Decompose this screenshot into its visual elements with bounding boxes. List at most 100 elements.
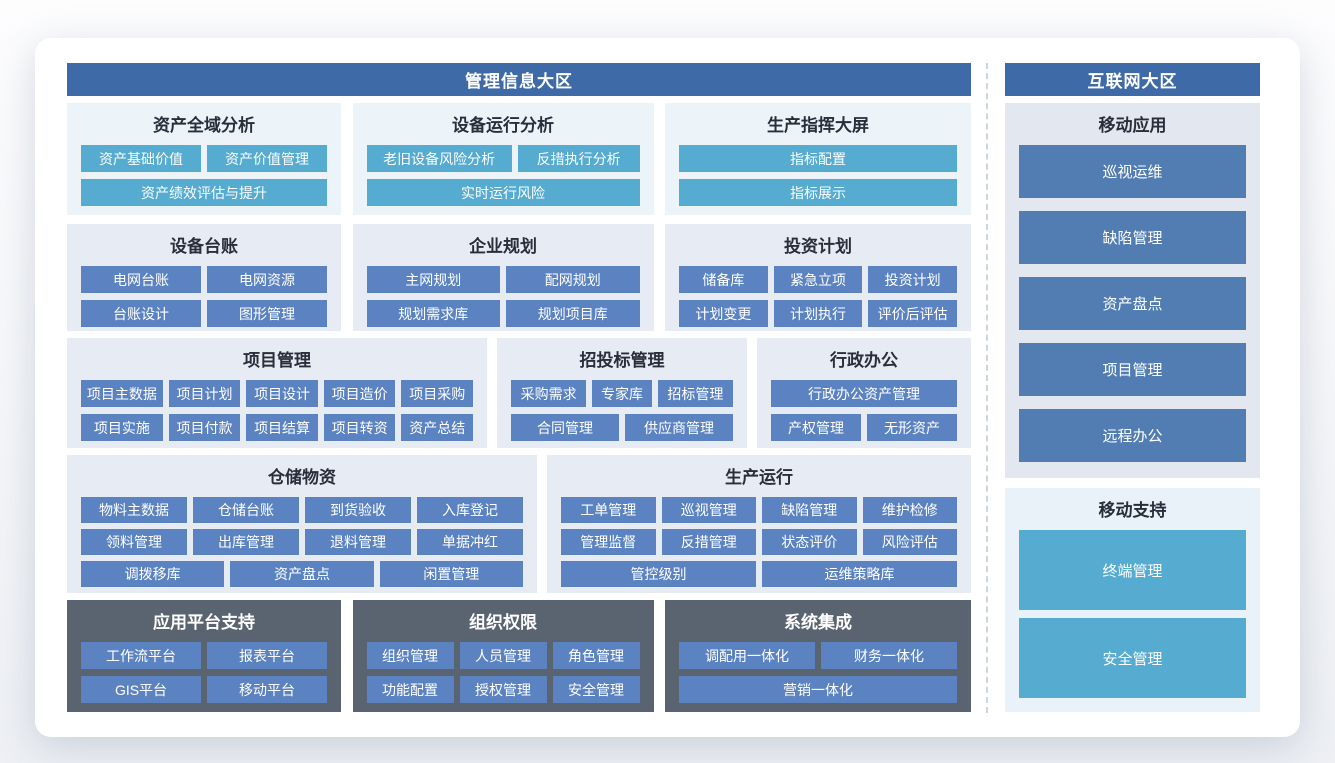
btn-project-mgmt-8[interactable]: 项目转资 xyxy=(323,414,396,441)
group-production-dashboard: 生产指挥大屏 指标配置 指标展示 xyxy=(665,103,971,215)
btn-investment-plan-4[interactable]: 计划执行 xyxy=(773,300,863,327)
group-enterprise-planning: 企业规划 主网规划 配网规划 规划需求库 规划项目库 xyxy=(352,224,654,331)
btn-enterprise-planning-2[interactable]: 规划需求库 xyxy=(366,300,500,327)
group-bidding-mgmt: 招投标管理 采购需求 专家库 招标管理 合同管理 供应商管理 xyxy=(497,338,747,448)
btn-asset-analysis-1[interactable]: 资产价值管理 xyxy=(207,145,327,172)
btn-equipment-ledger-2[interactable]: 台账设计 xyxy=(81,300,201,327)
btn-production-dashboard-1[interactable]: 指标展示 xyxy=(679,179,957,206)
btn-warehouse-8[interactable]: 调拨移库 xyxy=(81,561,225,587)
btn-warehouse-6[interactable]: 退料管理 xyxy=(305,529,411,555)
btn-platform-support-1[interactable]: 报表平台 xyxy=(207,642,327,669)
btn-mobile-support-1[interactable]: 安全管理 xyxy=(1019,618,1246,698)
btn-org-permissions-2[interactable]: 角色管理 xyxy=(552,642,640,669)
btn-warehouse-1[interactable]: 仓储台账 xyxy=(193,497,299,523)
btn-platform-support-0[interactable]: 工作流平台 xyxy=(81,642,201,669)
btn-bidding-mgmt-4[interactable]: 供应商管理 xyxy=(625,414,733,441)
asset-analysis-title: 资产全域分析 xyxy=(153,116,255,135)
btn-platform-support-3[interactable]: 移动平台 xyxy=(207,676,327,703)
btn-equipment-ledger-0[interactable]: 电网台账 xyxy=(81,266,201,293)
btn-org-permissions-3[interactable]: 功能配置 xyxy=(366,676,454,703)
btn-warehouse-9[interactable]: 资产盘点 xyxy=(230,561,374,587)
group-admin-office: 行政办公 行政办公资产管理 产权管理 无形资产 xyxy=(757,338,971,448)
btn-mobile-apps-4[interactable]: 远程办公 xyxy=(1019,409,1246,462)
btn-org-permissions-5[interactable]: 安全管理 xyxy=(552,676,640,703)
btn-enterprise-planning-3[interactable]: 规划项目库 xyxy=(506,300,640,327)
btn-production-ops-1[interactable]: 巡视管理 xyxy=(661,497,756,523)
btn-system-integration-0[interactable]: 调配用一体化 xyxy=(679,642,815,669)
admin-office-title: 行政办公 xyxy=(830,351,898,370)
btn-equipment-ledger-1[interactable]: 电网资源 xyxy=(207,266,327,293)
btn-system-integration-2[interactable]: 营销一体化 xyxy=(679,676,957,703)
btn-asset-analysis-0[interactable]: 资产基础价值 xyxy=(81,145,201,172)
btn-bidding-mgmt-2[interactable]: 招标管理 xyxy=(657,380,733,407)
btn-admin-office-2[interactable]: 无形资产 xyxy=(867,414,957,441)
btn-enterprise-planning-1[interactable]: 配网规划 xyxy=(506,266,640,293)
btn-production-ops-9[interactable]: 运维策略库 xyxy=(762,561,957,587)
btn-warehouse-0[interactable]: 物料主数据 xyxy=(81,497,187,523)
btn-project-mgmt-7[interactable]: 项目结算 xyxy=(246,414,318,441)
equipment-ledger-title: 设备台账 xyxy=(170,237,238,256)
btn-warehouse-3[interactable]: 入库登记 xyxy=(417,497,523,523)
btn-bidding-mgmt-3[interactable]: 合同管理 xyxy=(511,414,619,441)
btn-project-mgmt-2[interactable]: 项目设计 xyxy=(246,380,318,407)
btn-admin-office-1[interactable]: 产权管理 xyxy=(771,414,861,441)
btn-enterprise-planning-0[interactable]: 主网规划 xyxy=(366,266,500,293)
org-permissions-title: 组织权限 xyxy=(469,613,537,632)
btn-investment-plan-5[interactable]: 评价后评估 xyxy=(868,300,958,327)
btn-production-dashboard-0[interactable]: 指标配置 xyxy=(679,145,957,172)
btn-project-mgmt-1[interactable]: 项目计划 xyxy=(168,380,241,407)
btn-org-permissions-0[interactable]: 组织管理 xyxy=(366,642,454,669)
btn-platform-support-2[interactable]: GIS平台 xyxy=(81,676,201,703)
row-planning: 设备台账 电网台账 电网资源 台账设计 图形管理 企业规划 主网规划 配网规划 … xyxy=(67,224,971,331)
btn-mobile-apps-2[interactable]: 资产盘点 xyxy=(1019,277,1246,330)
btn-investment-plan-0[interactable]: 储备库 xyxy=(679,266,768,293)
btn-bidding-mgmt-1[interactable]: 专家库 xyxy=(592,380,652,407)
btn-production-ops-5[interactable]: 反措管理 xyxy=(661,529,756,555)
btn-system-integration-1[interactable]: 财务一体化 xyxy=(821,642,957,669)
investment-plan-title: 投资计划 xyxy=(784,237,852,256)
btn-project-mgmt-0[interactable]: 项目主数据 xyxy=(81,380,163,407)
btn-equipment-analysis-0[interactable]: 老旧设备风险分析 xyxy=(366,145,512,172)
btn-project-mgmt-5[interactable]: 项目实施 xyxy=(81,414,163,441)
btn-mobile-apps-0[interactable]: 巡视运维 xyxy=(1019,145,1246,198)
btn-project-mgmt-6[interactable]: 项目付款 xyxy=(168,414,241,441)
btn-production-ops-8[interactable]: 管控级别 xyxy=(561,561,756,587)
row-operations: 仓储物资 物料主数据 仓储台账 到货验收 入库登记 领料管理 出库管理 退料管理… xyxy=(67,455,971,593)
btn-investment-plan-1[interactable]: 紧急立项 xyxy=(773,266,863,293)
btn-investment-plan-3[interactable]: 计划变更 xyxy=(679,300,768,327)
btn-production-ops-6[interactable]: 状态评价 xyxy=(762,529,857,555)
btn-mobile-support-0[interactable]: 终端管理 xyxy=(1019,530,1246,610)
btn-investment-plan-2[interactable]: 投资计划 xyxy=(868,266,958,293)
btn-project-mgmt-3[interactable]: 项目造价 xyxy=(323,380,396,407)
btn-org-permissions-1[interactable]: 人员管理 xyxy=(459,642,547,669)
btn-equipment-analysis-1[interactable]: 反措执行分析 xyxy=(517,145,640,172)
btn-warehouse-10[interactable]: 闲置管理 xyxy=(379,561,523,587)
btn-bidding-mgmt-0[interactable]: 采购需求 xyxy=(511,380,587,407)
row-platform: 应用平台支持 工作流平台 报表平台 GIS平台 移动平台 组织权限 组织管理 人… xyxy=(67,600,971,712)
group-platform-support: 应用平台支持 工作流平台 报表平台 GIS平台 移动平台 xyxy=(67,600,341,712)
btn-mobile-apps-1[interactable]: 缺陷管理 xyxy=(1019,211,1246,264)
btn-warehouse-4[interactable]: 领料管理 xyxy=(81,529,187,555)
group-asset-analysis: 资产全域分析 资产基础价值 资产价值管理 资产绩效评估与提升 xyxy=(67,103,341,215)
btn-project-mgmt-4[interactable]: 项目采购 xyxy=(401,380,474,407)
zone-header-management: 管理信息大区 xyxy=(67,63,971,96)
btn-equipment-ledger-3[interactable]: 图形管理 xyxy=(207,300,327,327)
btn-warehouse-5[interactable]: 出库管理 xyxy=(193,529,299,555)
mobile-support-title: 移动支持 xyxy=(1098,501,1167,520)
btn-org-permissions-4[interactable]: 授权管理 xyxy=(459,676,547,703)
btn-warehouse-7[interactable]: 单据冲红 xyxy=(417,529,523,555)
btn-equipment-analysis-2[interactable]: 实时运行风险 xyxy=(366,179,640,206)
btn-admin-office-0[interactable]: 行政办公资产管理 xyxy=(771,380,957,407)
btn-project-mgmt-9[interactable]: 资产总结 xyxy=(401,414,474,441)
enterprise-planning-title: 企业规划 xyxy=(469,237,537,256)
btn-warehouse-2[interactable]: 到货验收 xyxy=(305,497,411,523)
btn-asset-analysis-2[interactable]: 资产绩效评估与提升 xyxy=(81,179,327,206)
btn-production-ops-7[interactable]: 风险评估 xyxy=(862,529,957,555)
btn-mobile-apps-3[interactable]: 项目管理 xyxy=(1019,343,1246,396)
btn-production-ops-0[interactable]: 工单管理 xyxy=(561,497,656,523)
mobile-apps-title: 移动应用 xyxy=(1098,116,1167,135)
btn-production-ops-3[interactable]: 维护检修 xyxy=(862,497,957,523)
btn-production-ops-4[interactable]: 管理监督 xyxy=(561,529,656,555)
btn-production-ops-2[interactable]: 缺陷管理 xyxy=(762,497,857,523)
group-org-permissions: 组织权限 组织管理 人员管理 角色管理 功能配置 授权管理 安全管理 xyxy=(352,600,654,712)
